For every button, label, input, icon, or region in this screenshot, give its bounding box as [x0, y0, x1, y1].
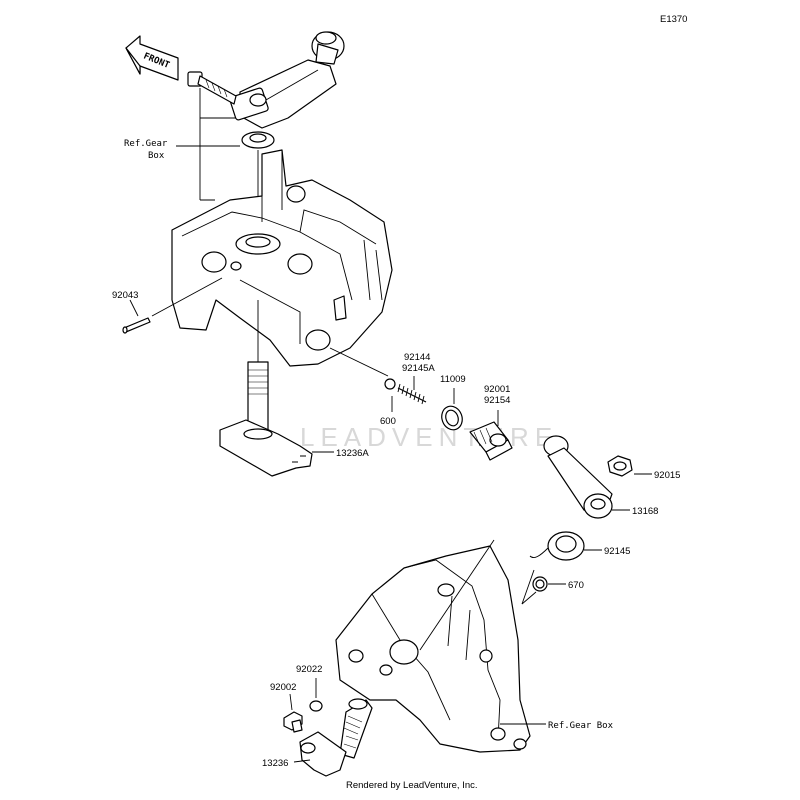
label-92145: 92145: [604, 546, 630, 557]
label-92043: 92043: [112, 290, 138, 301]
shift-shaft-13236[interactable]: [299, 698, 373, 777]
oring-670[interactable]: [532, 576, 548, 592]
leader-detent-line: [329, 347, 389, 377]
leader-assembly-line: [521, 569, 535, 605]
shift-shaft-13236A[interactable]: [219, 361, 313, 477]
diagram-code: E1370: [660, 14, 687, 25]
leader-92043-line: [151, 277, 223, 317]
pin-92043[interactable]: [122, 317, 151, 334]
label-13236A: 13236A: [336, 448, 369, 459]
gear-box-housing-lower: [335, 545, 531, 753]
shift-lever-upper[interactable]: [229, 31, 345, 129]
ball-600[interactable]: [384, 378, 396, 390]
leader-oring-link: [521, 591, 537, 605]
spring-92144[interactable]: [397, 383, 427, 405]
leader-lower-line: [419, 539, 495, 651]
label-670: 670: [568, 580, 584, 591]
gear-box-housing-upper: [171, 149, 393, 367]
plug-bolt-92001[interactable]: [469, 421, 513, 461]
washer-11009[interactable]: [438, 403, 465, 432]
label-92145A: 92145A: [402, 363, 435, 374]
front-arrow-icon: FRONT: [125, 35, 179, 81]
label-92015: 92015: [654, 470, 680, 481]
leader-bracket-top: [199, 88, 236, 201]
label-600: 600: [380, 416, 396, 427]
label-92154: 92154: [484, 395, 510, 406]
leader-92043: [129, 299, 139, 317]
label-13236: 13236: [262, 758, 288, 769]
ref-gear-box-bottom: Ref.Gear Box: [548, 721, 614, 731]
label-92022: 92022: [296, 664, 322, 675]
footer-credit: Rendered by LeadVenture, Inc.: [346, 780, 478, 791]
bolt-top[interactable]: [187, 71, 237, 105]
label-92002: 92002: [270, 682, 296, 693]
washer-92022[interactable]: [309, 700, 323, 712]
nut-92015[interactable]: [607, 455, 633, 477]
lever-13168[interactable]: [543, 435, 613, 519]
leader-13236: [293, 759, 311, 763]
label-13168: 13168: [632, 506, 658, 517]
label-11009: 11009: [440, 374, 466, 385]
leader-92002: [289, 693, 293, 711]
washer-top[interactable]: [241, 131, 275, 149]
ref-gear-box-top-line1: Ref.Gear: [124, 139, 168, 149]
label-92144: 92144: [404, 352, 430, 363]
bolt-92002[interactable]: [283, 711, 303, 733]
spring-92145[interactable]: [529, 531, 585, 561]
ref-gear-box-top-line2: Box: [148, 151, 165, 161]
label-92001: 92001: [484, 384, 510, 395]
